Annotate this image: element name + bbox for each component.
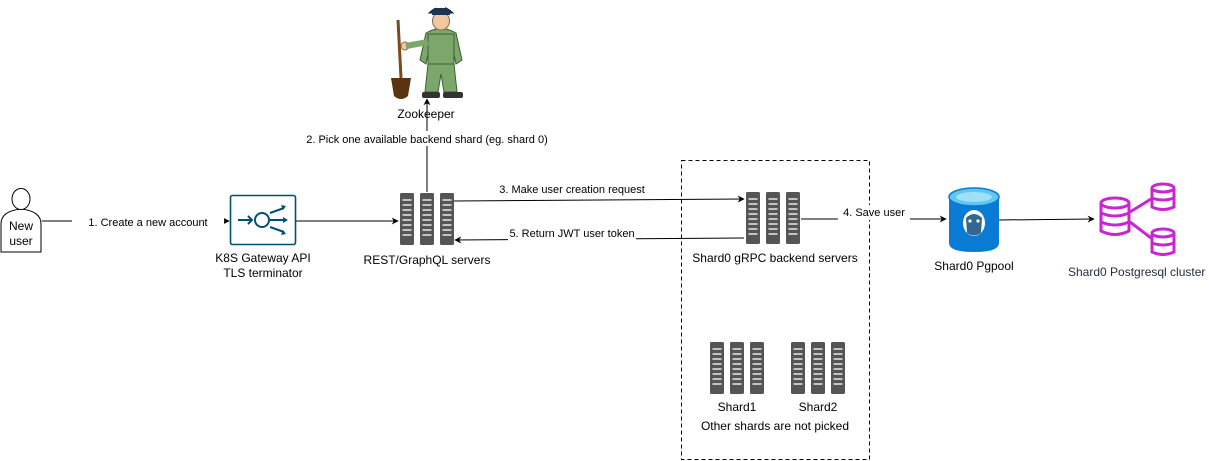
rest-servers-label: REST/GraphQL servers bbox=[364, 253, 491, 267]
node-shard1[interactable]: Shard1 bbox=[709, 341, 765, 414]
shards-container bbox=[681, 160, 870, 460]
edge-label-user-creation-request: 3. Make user creation request bbox=[499, 184, 645, 196]
zookeeper-figure-icon bbox=[391, 4, 463, 99]
postgres-cluster-label: Shard0 Postgresql cluster bbox=[1068, 265, 1205, 279]
shards-note: Other shards are not picked bbox=[701, 419, 849, 433]
edge-save-user: 4. Save user bbox=[801, 205, 947, 223]
postgresql-database-icon bbox=[948, 187, 1000, 252]
edge-label-create-account: 1. Create a new account bbox=[88, 217, 207, 229]
node-shard2[interactable]: Shard2 bbox=[790, 341, 846, 414]
gateway-label-line2: TLS terminator bbox=[223, 266, 302, 280]
server-rack-icon bbox=[790, 341, 846, 395]
node-postgres-cluster[interactable]: Shard0 Postgresql cluster bbox=[1068, 182, 1205, 279]
shard1-label: Shard1 bbox=[718, 400, 757, 414]
database-cluster-icon bbox=[1099, 182, 1176, 256]
new-user-label-line1: New bbox=[9, 219, 33, 233]
node-zookeeper[interactable]: Zookeeper bbox=[391, 4, 463, 121]
shard0-backend-label: Shard0 gRPC backend servers bbox=[692, 251, 857, 265]
person-icon bbox=[0, 188, 42, 253]
edge-create-account: 1. Create a new account bbox=[42, 214, 230, 229]
pgpool-label: Shard0 Pgpool bbox=[934, 259, 1013, 273]
edge-pick-shard: 2. Pick one available backend shard (eg.… bbox=[305, 98, 549, 192]
node-new-user[interactable]: New user bbox=[0, 188, 42, 253]
gateway-icon bbox=[229, 194, 297, 246]
server-rack-icon bbox=[745, 191, 801, 245]
gateway-label-line1: K8S Gateway API bbox=[215, 251, 310, 265]
new-user-label-line2: user bbox=[9, 234, 32, 248]
server-rack-icon bbox=[709, 341, 765, 395]
shard2-label: Shard2 bbox=[799, 400, 838, 414]
edge-user-creation-request: 3. Make user creation request bbox=[453, 182, 745, 203]
node-gateway[interactable]: K8S Gateway API TLS terminator bbox=[215, 194, 311, 281]
edge-label-return-jwt: 5. Return JWT user token bbox=[509, 228, 634, 240]
server-rack-icon bbox=[399, 192, 455, 246]
edge-label-save-user: 4. Save user bbox=[843, 207, 905, 219]
edge-return-jwt: 5. Return JWT user token bbox=[454, 226, 745, 244]
node-shard0-backend[interactable]: Shard0 gRPC backend servers bbox=[692, 191, 858, 265]
edge-pgpool-to-cluster bbox=[998, 215, 1095, 223]
edge-label-pick-shard: 2. Pick one available backend shard (eg.… bbox=[306, 134, 548, 146]
node-rest-servers[interactable]: REST/GraphQL servers bbox=[364, 192, 491, 267]
node-pgpool[interactable]: Shard0 Pgpool bbox=[934, 187, 1014, 273]
zookeeper-label: Zookeeper bbox=[397, 107, 454, 121]
